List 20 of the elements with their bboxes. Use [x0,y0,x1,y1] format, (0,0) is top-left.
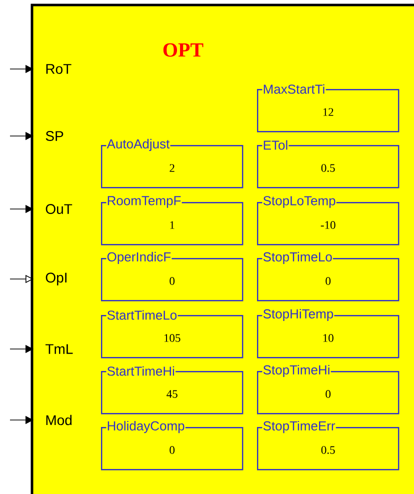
parameter-box: StopTimeHi 0 [257,364,400,414]
parameter-box: ETol 0.5 [257,140,400,188]
port-label: TmL [46,344,73,354]
port-label: OpI [46,272,66,286]
parameter-box: StopHiTemp 10 [257,308,400,358]
parameter-box: AutoAdjust 2 [101,138,244,188]
parameter-box: StartTimeHi 45 [101,366,244,414]
parameter-box: MaxStartTi 12 [257,84,400,132]
parameter-box: RoomTempF 1 [101,196,244,246]
parameter-box: OperIndicF 0 [101,251,244,302]
parameter-box: StopLoTemp -10 [257,196,400,246]
block-title: OPT [163,43,204,57]
port-label: OuT [46,204,72,214]
parameter-box: StopTimeLo 0 [257,251,400,302]
port-label: SP [46,131,64,141]
port-label: Mod [46,414,72,426]
parameter-box: HolidayComp 0 [101,420,244,470]
parameter-box: StopTimeErr 0.5 [257,420,400,470]
port-label: RoT [46,64,72,74]
parameter-box: StartTimeLo 105 [101,310,244,358]
